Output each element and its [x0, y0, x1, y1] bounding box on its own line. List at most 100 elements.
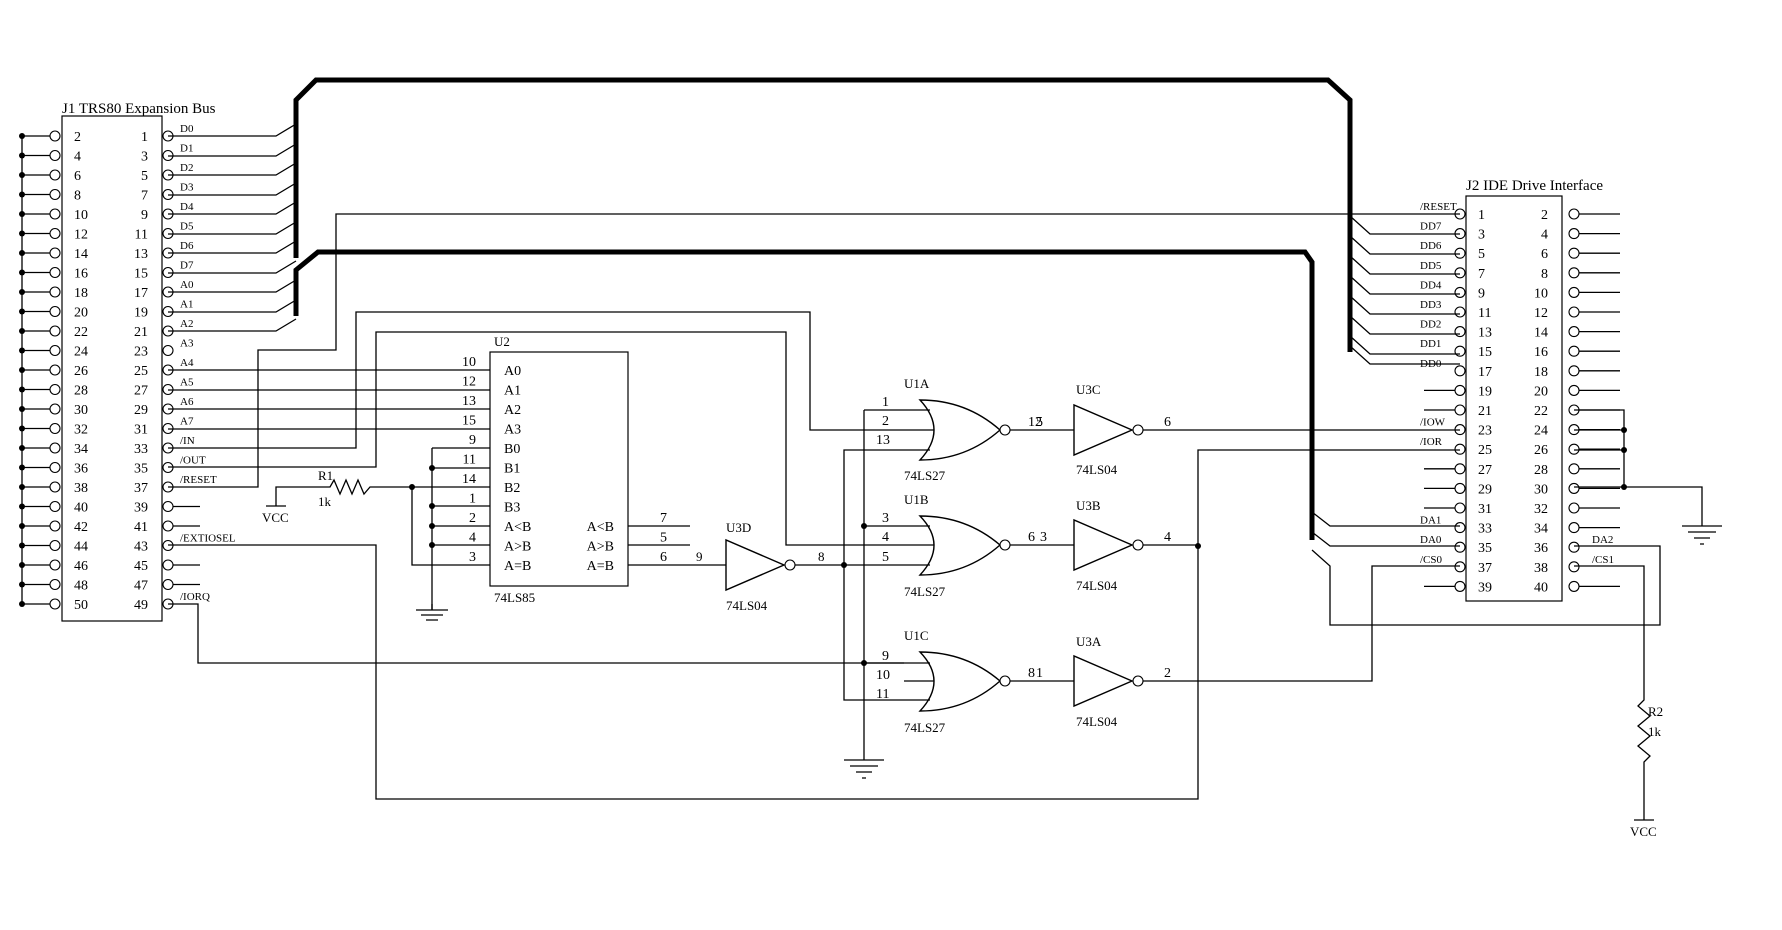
- u2-left-pin: 4A>B: [469, 531, 531, 555]
- j1-right-pin-number: 47: [134, 579, 148, 594]
- j2-left-pin: [1454, 443, 1466, 455]
- u2-left-pin-name: A0: [504, 364, 521, 379]
- u2-right-pin: A=B6: [587, 550, 667, 574]
- u2-left-pin-name: B3: [504, 501, 520, 516]
- r2-resistor: R2 1k VCC: [1574, 565, 1663, 839]
- j1-signal-label: /IORQ: [180, 591, 210, 603]
- j2-right-pin-number: 10: [1534, 286, 1548, 301]
- j1-signal-label: /OUT: [180, 455, 206, 467]
- j2-left-pin-number: 27: [1478, 463, 1492, 478]
- u1b-ref: U1B: [904, 492, 929, 507]
- j2-left-pin: [1454, 247, 1466, 259]
- u2-left-pin-number: 2: [469, 511, 476, 526]
- j1-left-pin-number: 50: [74, 598, 88, 613]
- j2-left-pin: [1454, 365, 1466, 377]
- data-bus-entries: [168, 123, 297, 332]
- j2-left-pin-number: 7: [1478, 267, 1485, 282]
- j2-left-pin: [1454, 326, 1466, 338]
- j1-signal-label: A4: [180, 357, 194, 369]
- j1-left-pin: [49, 500, 61, 513]
- u1a-in1: 1: [882, 395, 889, 410]
- u1c-out: 8: [1028, 666, 1035, 681]
- j1-signal-label: A3: [180, 338, 194, 350]
- u3c-out: 6: [1164, 415, 1171, 430]
- j2-right-pin-number: 8: [1541, 267, 1548, 282]
- j1-right-pin-number: 41: [134, 520, 148, 535]
- j2-left-pin-number: 15: [1478, 345, 1492, 360]
- j1-left-pin: [49, 286, 61, 298]
- r2-value: 1k: [1648, 724, 1662, 739]
- u1a-part: 74LS27: [904, 468, 946, 483]
- j1-left-pin: [49, 188, 61, 201]
- j1-left-pin: [49, 305, 61, 318]
- j1-right-pin-number: 27: [134, 384, 148, 399]
- u1c-in3: 11: [876, 687, 889, 702]
- j1-right-pin-number: 15: [134, 267, 148, 282]
- u3d-inverter: U3D 9 8 74LS04: [696, 520, 825, 613]
- u2-left-pin: 3A=B: [469, 550, 531, 574]
- u1b-out: 6: [1028, 530, 1035, 545]
- j1-left-pin: [49, 325, 61, 337]
- j2-title: J2 IDE Drive Interface: [1466, 178, 1603, 194]
- j2-left-pin: [1454, 541, 1466, 553]
- j1-signal-label: D0: [180, 123, 194, 135]
- j1-signal-label: D1: [180, 143, 193, 155]
- u3b-in: 3: [1040, 530, 1047, 545]
- j2-left-pin: [1454, 463, 1466, 475]
- j1-right-pin-number: 11: [135, 228, 148, 243]
- u3b-out: 4: [1164, 530, 1171, 545]
- r1-value: 1k: [318, 494, 332, 509]
- gate-common-net: [843, 449, 904, 565]
- u3d-out: 8: [818, 549, 825, 564]
- j1-right-pin: [162, 520, 174, 532]
- j2-left-pin: [1454, 286, 1466, 298]
- j1-left-pin-number: 22: [74, 325, 88, 340]
- u2-left-pin-number: 3: [469, 550, 476, 565]
- u1a-out: 12: [1028, 415, 1042, 430]
- j1-signal-label: A7: [180, 416, 194, 428]
- j1-right-pin-number: 9: [141, 208, 148, 223]
- u1b-in3: 5: [882, 550, 889, 565]
- j1-right-pin-number: 45: [134, 559, 148, 574]
- j2-left-pin-number: 31: [1478, 502, 1492, 517]
- r2-supply: VCC: [1630, 824, 1657, 839]
- u2-ref: U2: [494, 334, 510, 349]
- j1-signal-label: A1: [180, 299, 193, 311]
- u2-left-pin-number: 15: [462, 414, 476, 429]
- j2-left-pin-number: 29: [1478, 482, 1492, 497]
- j2-left-pin: [1454, 502, 1466, 514]
- j1-left-pin: [49, 481, 61, 493]
- r1-resistor: R1 1k VCC: [262, 468, 412, 525]
- j1-left-pin: [49, 520, 61, 532]
- j1-left-pin: [49, 169, 61, 181]
- j2-left-pin-number: 5: [1478, 247, 1485, 262]
- j1-right-pin-number: 29: [134, 403, 148, 418]
- out-net: [168, 331, 904, 546]
- j2-left-pin-number: 3: [1478, 228, 1485, 243]
- j2-left-pin: [1454, 306, 1466, 318]
- u2-left-pin-number: 11: [463, 453, 476, 468]
- j1-signal-label: /IN: [180, 435, 195, 447]
- j1-right-pin-number: 35: [134, 462, 148, 477]
- j2-right-pin: [1568, 306, 1580, 318]
- j2-left-pin-number: 23: [1478, 424, 1492, 439]
- j1-right-pin-number: 13: [134, 247, 148, 262]
- j1-left-pin-number: 30: [74, 403, 88, 418]
- j1-left-pin-number: 20: [74, 306, 88, 321]
- j2-left-pin: [1454, 561, 1466, 573]
